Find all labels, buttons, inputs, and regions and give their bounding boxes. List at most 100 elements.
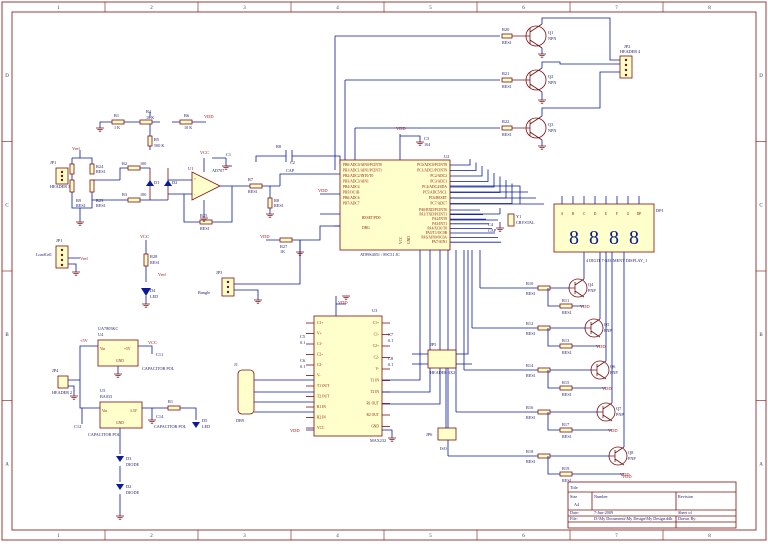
vdd-label-right: VDD: [608, 428, 618, 433]
number-label: Number: [594, 494, 608, 499]
d4-led: LED: [150, 294, 158, 299]
vdd-label-3: VDD: [318, 188, 328, 193]
mcu-right-pin: PC0/ADC0/PCINT8: [417, 163, 447, 167]
u5-gnd: GND: [116, 421, 124, 425]
max232-right-pin: T2 IN: [370, 390, 379, 394]
u1-ref: U1: [188, 166, 193, 171]
right-resistor-ref: R13: [562, 338, 570, 343]
svg-text:-: -: [194, 193, 196, 197]
right-resistor-val: RES1: [562, 350, 572, 355]
max232-right-pin: T1 IN: [370, 379, 379, 383]
u3-ref: U3: [372, 308, 378, 313]
col-marker-bottom: 2: [150, 534, 153, 539]
r23-value: RES1: [76, 203, 86, 208]
c5-label: C5: [300, 334, 306, 339]
d3-label: D3: [126, 456, 132, 461]
mcu-dbg: DBG: [362, 226, 370, 230]
c14-label: C14: [156, 414, 164, 419]
right-resistor-ref: R12: [526, 321, 533, 326]
digit-driver-block: R20 RES1 Q1 NPN R21 RES1 Q2 NPN R22 RES1…: [334, 17, 641, 174]
ground-symbol: [266, 213, 274, 218]
ground-symbol: [96, 127, 104, 132]
transistor-type: PNP: [588, 288, 596, 293]
r5-value: 500 K: [154, 143, 164, 148]
cap-label-2: CAP: [488, 228, 497, 233]
transistor-type: PNP: [610, 370, 618, 375]
jp1-name: HEADER 3: [50, 184, 70, 189]
col-marker-bottom: 4: [336, 534, 339, 539]
u5-body: [99, 401, 143, 429]
inner-frame: [11, 11, 757, 531]
mcu-left-pin: PB0/ADC0/AIN0/PCINT0: [343, 163, 382, 167]
file-value: D:\My Documents\My Design\My Design.ddb: [594, 516, 672, 521]
c11-value: CAPACITOR POL: [142, 366, 175, 371]
right-resistor-ref: R11: [562, 298, 569, 303]
q2-label: Q2: [548, 74, 553, 79]
plus5-label: +5V: [80, 338, 89, 343]
segment-label: F: [616, 212, 618, 216]
d5-led: LED: [202, 424, 210, 429]
u1-name: AD707: [212, 168, 224, 173]
r4-value: 10 K: [146, 115, 154, 120]
max232-left-pin: VCC: [317, 426, 325, 430]
transistor-q3: R22 RES1 Q3 NPN: [501, 71, 620, 146]
digit-glyph: 8: [629, 227, 639, 249]
mcu-porta-pin: PA2/INT0: [432, 217, 447, 221]
c1-label: C1: [226, 152, 231, 157]
r29-label: R1: [168, 399, 173, 404]
cap-label-1: CAP: [286, 168, 295, 173]
r6-label: R6: [184, 113, 190, 118]
j1-ref: J1: [234, 362, 238, 367]
vdd-label-4: VDD: [260, 234, 270, 239]
jp5-ref: JP5: [430, 342, 437, 347]
jp3-name: Bungle: [198, 290, 210, 295]
r26-value: RES1: [200, 226, 210, 231]
c5-value: 0.1: [300, 340, 305, 345]
vdd-label-right: VDD: [580, 304, 590, 309]
ground-symbol: [114, 373, 122, 378]
mcu-porta-pin: PA4/XCK/T0: [427, 226, 447, 230]
max232-left-pin: T1 OUT: [317, 384, 330, 388]
crystal-label: CRYSTAL: [516, 220, 535, 225]
r4-label: R4: [146, 109, 152, 114]
vref-label-3: Vref: [158, 272, 166, 277]
right-resistor-val: RES1: [526, 459, 536, 464]
segment-label: C: [583, 212, 586, 216]
vdd-label-1: VDD: [204, 114, 214, 119]
max232-left-pin: C2-: [317, 363, 323, 367]
max232-left-pin: C2+: [317, 353, 323, 357]
c6-value: 0.1: [300, 364, 305, 369]
right-resistor-ref: R17: [562, 422, 570, 427]
ground-symbol: [538, 145, 546, 150]
vdd-label-bottom: VDD: [622, 474, 632, 479]
c8-label: C8: [388, 356, 394, 361]
mcu-right-pin: PC4/ADC4/SDA: [422, 185, 447, 189]
max232-right-pin: C1-: [374, 333, 380, 337]
r5-label: R5: [154, 137, 160, 142]
max232-right-pin: C1+: [373, 321, 379, 325]
crystal-block: Y1 CRYSTAL C4 CAP: [450, 208, 535, 233]
right-resistor-ref: R10: [526, 281, 534, 286]
right-resistor-val: RES1: [562, 478, 572, 483]
c8-value: 0.1: [388, 362, 393, 367]
ground-symbol: [254, 299, 262, 304]
svg-text:+: +: [194, 177, 196, 181]
drawn-label: Drawn By:: [678, 516, 697, 521]
transistor-ref: Q7: [616, 406, 622, 411]
vdd-label-right: VDD: [602, 386, 612, 391]
d5-label: D5: [202, 418, 208, 423]
jp7-name: LoadCell: [36, 252, 52, 257]
mcu-right-pin: PC3/ADC3: [430, 180, 447, 184]
header-jp2: JP2 HEADER 4: [619, 44, 641, 79]
r1-value: 1 K: [114, 125, 120, 130]
r7-label: R7: [248, 177, 254, 182]
ground-symbol: [116, 515, 124, 520]
mcu-right-pin: PC7/ADC7: [430, 202, 447, 206]
r26-label: R25: [200, 213, 208, 218]
u4-in: Vin: [100, 347, 105, 351]
right-resistor-val: RES1: [526, 415, 536, 420]
u4-gnd: GND: [116, 359, 124, 363]
max232-left-pin: C1+: [317, 321, 323, 325]
col-marker-top: 6: [522, 6, 525, 11]
max232-left-pin: V+: [317, 332, 322, 336]
